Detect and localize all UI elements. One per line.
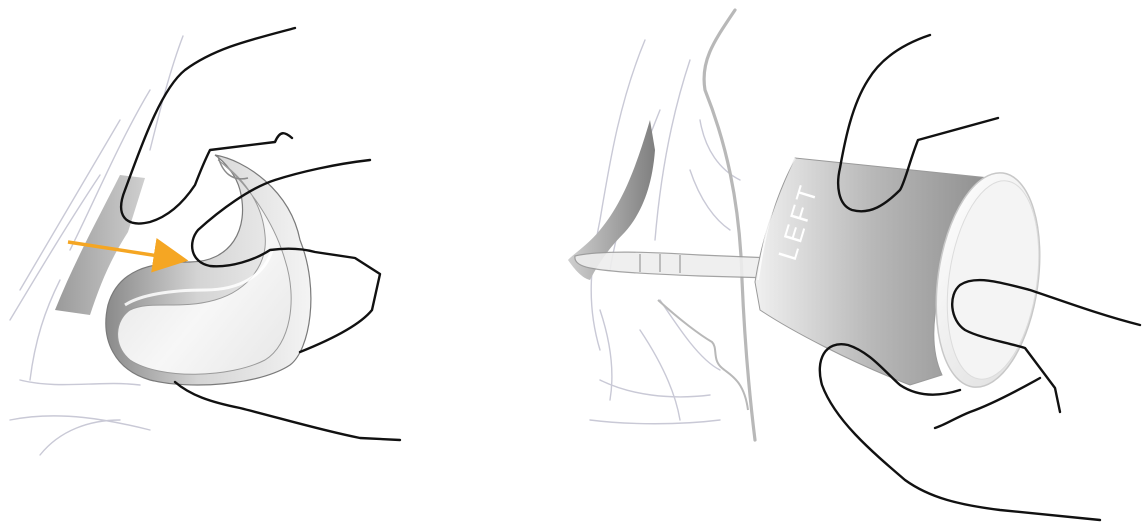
applicator-insertion-illustration: LEFT	[568, 10, 1140, 520]
body-outline	[704, 10, 755, 440]
insertion-pinch-illustration	[10, 28, 400, 455]
applicator-tube: LEFT	[755, 158, 1053, 394]
